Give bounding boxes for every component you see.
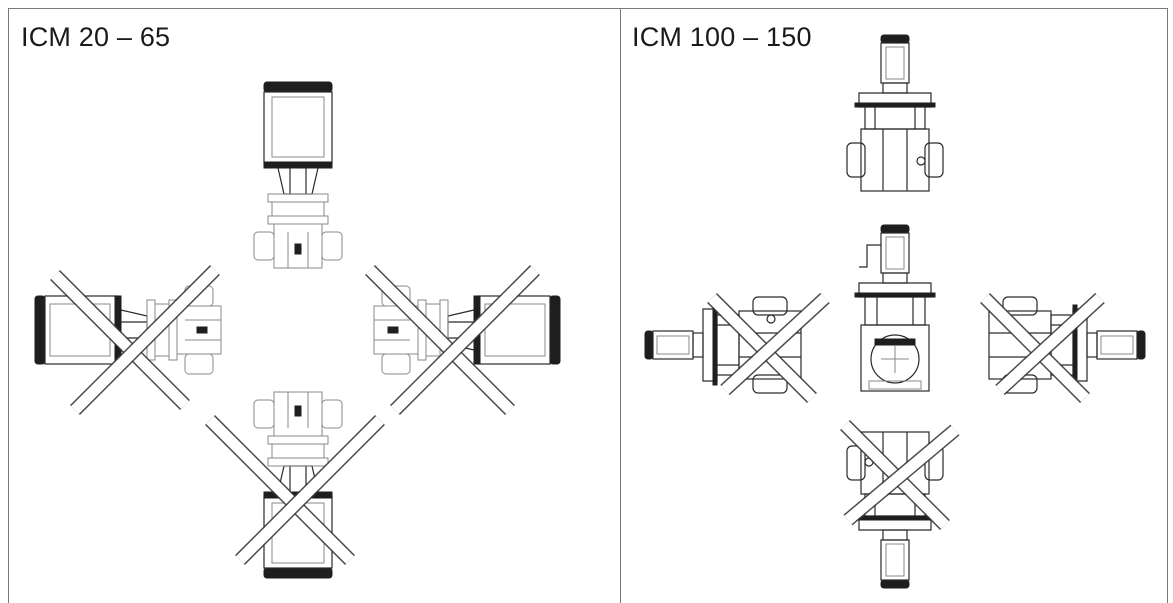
panel-divider [620,8,621,603]
figure-frame [8,8,1168,603]
panel-title-icm-100-150: ICM 100 – 150 [632,22,812,52]
panel-title-icm-20-65: ICM 20 – 65 [21,22,171,52]
